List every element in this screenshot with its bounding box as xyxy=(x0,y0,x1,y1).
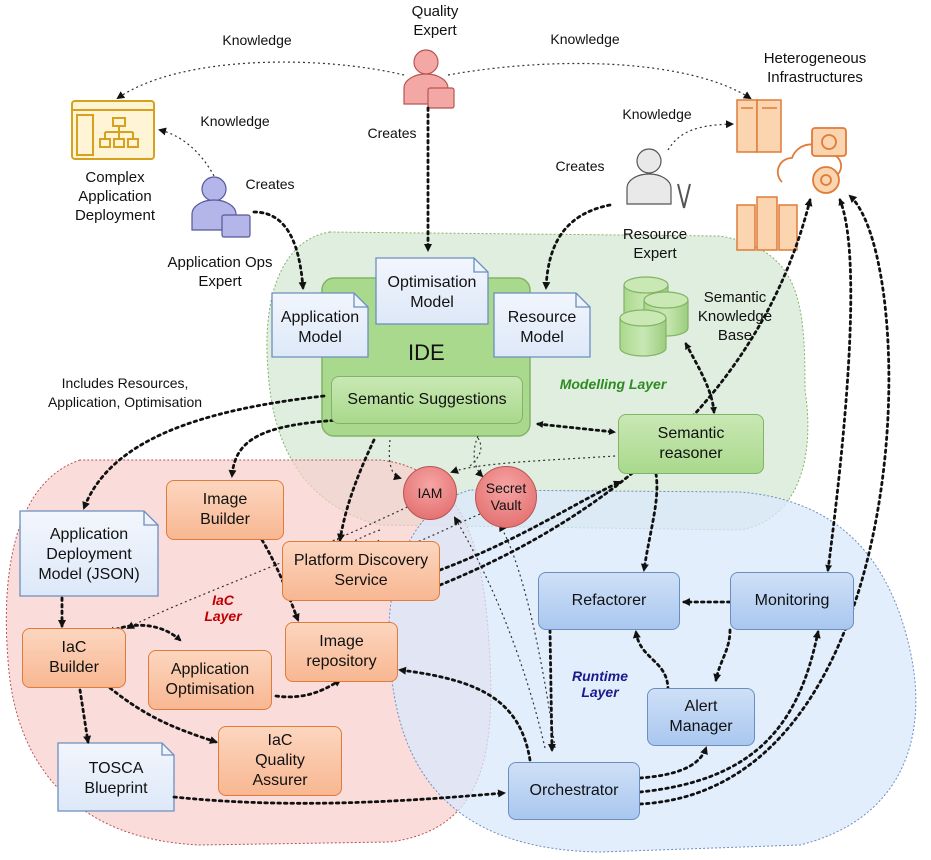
optimisation-model-text: Optimisation Model xyxy=(387,274,477,311)
resource-model-doc[interactable] xyxy=(493,292,591,358)
secret-vault-circle[interactable]: Secret Vault xyxy=(475,466,537,528)
resource-expert-label: Resource Expert xyxy=(622,226,688,262)
modelling-layer-title: Modelling Layer xyxy=(559,376,667,392)
includes-label: Includes Resources, Application, Optimis… xyxy=(47,375,203,410)
heterogeneous-infra-label: Heterogeneous Infrastructures xyxy=(763,50,867,86)
tosca-blueprint-doc[interactable] xyxy=(57,742,175,812)
monitoring-box[interactable]: Monitoring xyxy=(730,572,854,630)
runtime-layer-region xyxy=(388,489,917,853)
server-cluster-icon xyxy=(736,196,798,251)
resource-expert-icon xyxy=(626,148,691,209)
knowledge-label-resource: Knowledge xyxy=(622,106,692,122)
app-ops-expert-icon xyxy=(191,176,251,238)
orchestrator-box[interactable]: Orchestrator xyxy=(508,762,640,820)
creates-label-quality: Creates xyxy=(367,125,417,141)
quality-expert-label: Quality Expert xyxy=(411,3,459,39)
knowledge-label-app: Knowledge xyxy=(200,113,270,129)
creates-label-resource: Creates xyxy=(555,158,605,174)
iac-builder-box[interactable]: IaC Builder xyxy=(22,628,126,688)
platform-discovery-box[interactable]: Platform Discovery Service xyxy=(282,541,440,601)
alert-manager-box[interactable]: Alert Manager xyxy=(647,688,755,746)
knowledge-label-right: Knowledge xyxy=(550,31,620,47)
refactorer-box[interactable]: Refactorer xyxy=(538,572,680,630)
iac-layer-title: IaC Layer xyxy=(204,592,242,624)
cloud-gear-icon xyxy=(776,127,847,194)
iac-quality-assurer-box[interactable]: IaC Quality Assurer xyxy=(218,726,342,796)
complex-deployment-label: Complex Application Deployment xyxy=(74,169,156,224)
semantic-kb-label: Semantic Knowledge Base xyxy=(697,289,773,344)
resource-model-text: Resource Model xyxy=(507,309,577,346)
runtime-layer-title: Runtime Layer xyxy=(572,668,628,700)
quality-expert-icon xyxy=(403,49,455,109)
ide-title: IDE xyxy=(408,340,445,365)
server-rack-icon xyxy=(736,99,782,153)
deployment-model-doc[interactable] xyxy=(19,510,159,597)
deployment-model-text: Application Deployment Model (JSON) xyxy=(38,526,140,583)
flowchart-window-icon xyxy=(71,100,155,160)
database-icon xyxy=(619,276,689,357)
creates-label-app: Creates xyxy=(245,176,295,192)
tosca-blueprint-text: TOSCA Blueprint xyxy=(84,760,148,797)
optimisation-model-doc[interactable] xyxy=(375,257,489,325)
image-repository-box[interactable]: Image repository xyxy=(285,622,398,682)
app-ops-expert-label: Application Ops Expert xyxy=(167,254,273,290)
semantic-reasoner-box[interactable]: Semantic reasoner xyxy=(618,414,764,474)
knowledge-label-left: Knowledge xyxy=(222,32,292,48)
application-model-text: Application Model xyxy=(280,309,360,346)
application-model-doc[interactable] xyxy=(271,292,369,358)
iam-circle[interactable]: IAM xyxy=(403,466,457,520)
image-builder-box[interactable]: Image Builder xyxy=(166,480,284,540)
app-optimisation-box[interactable]: Application Optimisation xyxy=(148,650,272,710)
semantic-suggestions-button[interactable]: Semantic Suggestions xyxy=(331,376,523,424)
